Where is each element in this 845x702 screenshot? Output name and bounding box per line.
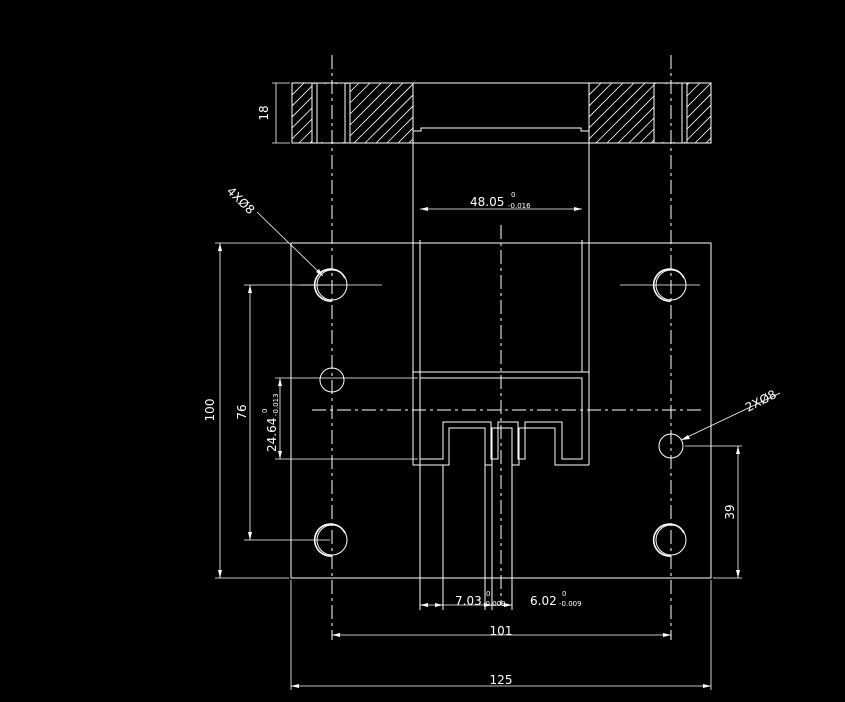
holes-2-label: 2XØ8 — [743, 387, 779, 414]
dim-7-upper: 0 — [486, 590, 490, 598]
dim-48-label: 48.05 — [470, 195, 504, 209]
dim-100-label: 100 — [203, 399, 217, 422]
dim-6-label: 6.02 — [530, 594, 557, 608]
dim-24-label: 24.64 — [265, 418, 279, 452]
dim-125-label: 125 — [490, 673, 513, 687]
dim-101-label: 101 — [490, 624, 513, 638]
dim-6-lower: -0.009 — [559, 600, 582, 608]
dim-7-label: 7.03 — [455, 594, 482, 608]
hole-br — [652, 523, 687, 557]
hatch-right — [589, 83, 711, 143]
dimensions — [215, 207, 781, 690]
dim-76-label: 76 — [235, 404, 249, 419]
dim-39-label: 39 — [723, 504, 737, 519]
holes-4-label: 4XØ8 — [224, 184, 257, 217]
dim-48-upper: 0 — [511, 191, 515, 199]
dim-7-lower: -0.009 — [483, 600, 506, 608]
section-outline — [291, 82, 712, 144]
dim-18-label: 18 — [257, 105, 271, 120]
dim-24-lower: -0.013 — [272, 393, 280, 416]
section-view: 18 — [257, 82, 712, 144]
dim-48-lower: -0.016 — [508, 202, 531, 210]
dim-24-upper: 0 — [261, 409, 269, 413]
dim-6-upper: 0 — [562, 590, 566, 598]
